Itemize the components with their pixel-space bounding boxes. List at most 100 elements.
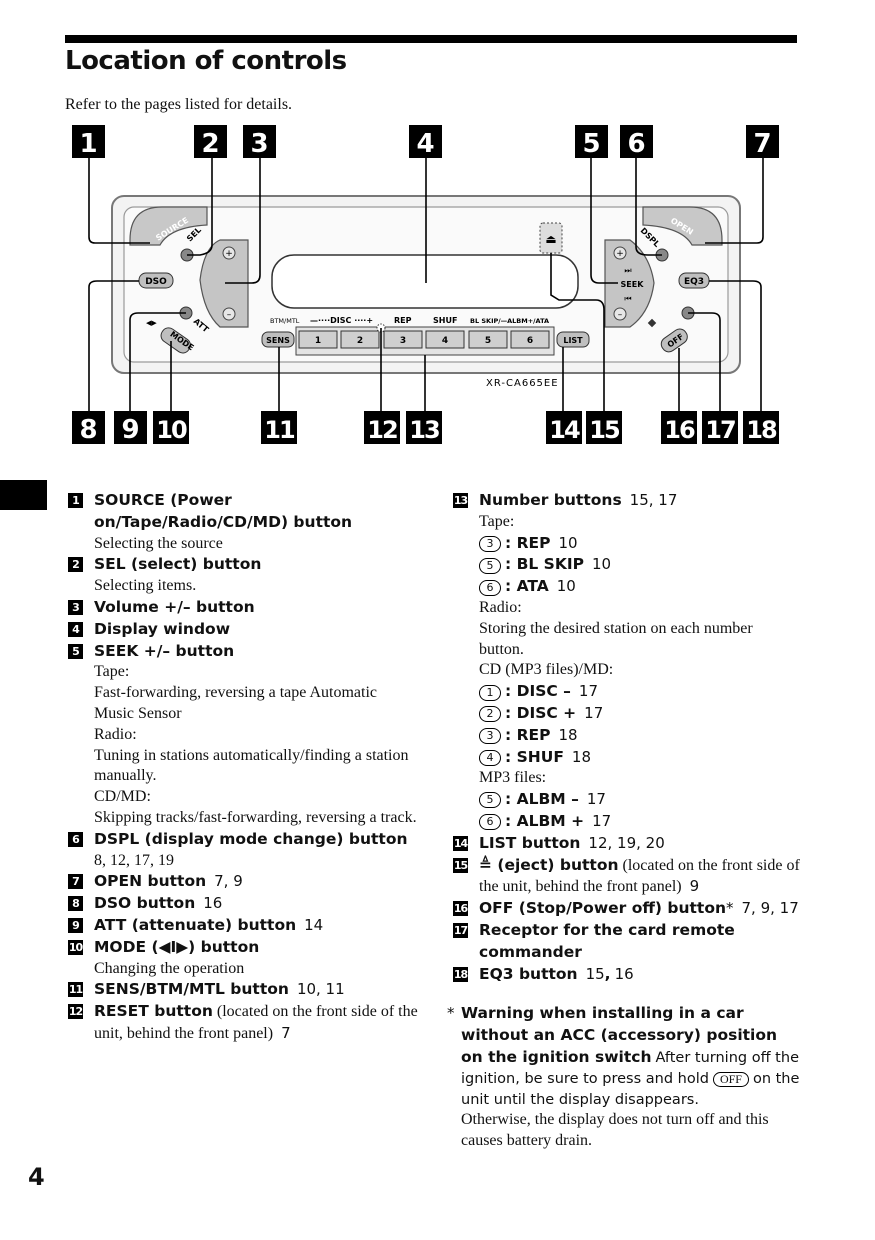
display-window [271,254,579,309]
item-heading: RESET button [94,1002,213,1021]
number-button-1[interactable] [298,330,338,349]
item-heading: DSO button [94,894,196,913]
number-button-symbol: 4 [479,749,501,766]
number-button-6-label: 6 [527,336,533,346]
list-button[interactable] [556,331,590,348]
number-button-2[interactable] [340,330,380,349]
number-button-5[interactable] [468,330,508,349]
seek-rocker[interactable] [604,239,655,328]
volume-minus-button[interactable] [222,307,236,321]
item-description: 8, 12, 17, 19 [94,851,174,869]
page-ref: 10 [558,533,578,552]
callouts-bottom: 8 9 10 11 12 13 14 15 16 17 18 [72,411,779,445]
item-heading: ≜ (eject) button [479,855,619,874]
item-description: Selecting items. [94,577,197,595]
number-button-6[interactable] [510,330,550,349]
page-refs: 7, 9 [214,872,243,891]
callout-7: 7 [753,129,771,159]
radio-desc: Storing the desired station on each numb… [479,619,753,658]
page-refs: 12, 19, 20 [588,833,665,852]
item-heading: OPEN button [94,872,207,891]
volume-plus-label: + [225,249,233,259]
callout-box [364,411,400,444]
item-note: (located on the front side of the unit, … [479,856,800,896]
item-heading: Display window [94,619,231,638]
item-number: 16 [453,901,468,917]
number-button-3[interactable] [383,330,423,349]
button-function-row: 6: ALBM +17 [479,811,800,833]
item-heading: Receptor for the card remote commander [479,920,735,961]
seek-plus-button[interactable] [613,246,627,260]
volume-plus-button[interactable] [222,246,236,260]
number-button-symbol: 3 [479,728,501,745]
item-description: Skipping tracks/fast-forwarding, reversi… [94,808,417,826]
function-name: : ALBM – [505,790,579,809]
number-button-symbol: 6 [479,579,501,596]
page-refs: 9 [689,877,700,896]
number-button-3-label: 3 [400,336,406,346]
callout-box [114,411,147,444]
item-description: CD/MD: [94,788,151,806]
item-description: Changing the operation [94,959,245,977]
callout-15: 15 [589,416,620,444]
number-button-5-label: 5 [485,336,491,346]
item-number: 2 [68,557,83,573]
seek-label: SEEK [621,280,645,289]
callout-box [702,411,738,444]
stop-icon [647,318,657,328]
page-ref: 18 [571,747,591,766]
off-button[interactable] [659,326,691,354]
model-number: XR-CA665EE [486,378,559,389]
function-name: : REP [505,533,551,552]
item-heading: OFF (Stop/Power off) button [479,899,727,918]
function-name: : ALBM + [505,811,585,830]
callout-18: 18 [746,416,777,444]
callout-box [261,411,297,444]
page-refs: 16 [203,894,223,913]
unit-diagram: 1 2 3 4 5 6 7 SOURCE SEL + – DSO ATT ◀▶ … [72,125,779,445]
item-number: 6 [68,831,83,847]
number-button-4[interactable] [425,330,465,349]
sens-button[interactable] [261,331,295,348]
callout-14: 14 [549,416,580,444]
item-number: 13 [453,493,468,508]
function-name: : DISC – [505,682,571,701]
callout-9: 9 [121,415,139,445]
item-heading: EQ3 button [479,964,578,983]
page-ref: 10 [591,555,612,574]
function-name: : SHUF [505,747,564,766]
item-number: 8 [68,896,83,912]
callout-box [746,125,779,158]
source-button[interactable] [129,206,208,246]
blskip-label: BL SKIP/—ALBM+/ATA [470,317,549,325]
button-function-row: 1: DISC –17 [479,681,800,703]
number-button-symbol: 5 [479,792,501,809]
callout-box [194,125,227,158]
footnote-mark: * [726,899,734,918]
warning-text-1: After turning off the ignition, be sure … [461,1049,799,1087]
callout-box [575,125,608,158]
callouts-top: 1 2 3 4 5 6 7 [72,125,779,159]
button-function-row: 4: SHUF 18 [479,747,800,769]
function-name: : DISC + [505,703,577,722]
callout-8: 8 [79,415,97,445]
callout-box [72,411,105,444]
item-number: 4 [68,621,83,637]
seek-minus-button[interactable] [613,307,627,321]
callout-16: 16 [664,416,695,444]
shuf-label: SHUF [433,316,457,325]
item-heading: SEL (select) button [94,555,262,574]
open-button[interactable] [642,206,723,246]
volume-rocker[interactable] [199,239,249,328]
item-heading: SENS/BTM/MTL button [94,980,289,999]
